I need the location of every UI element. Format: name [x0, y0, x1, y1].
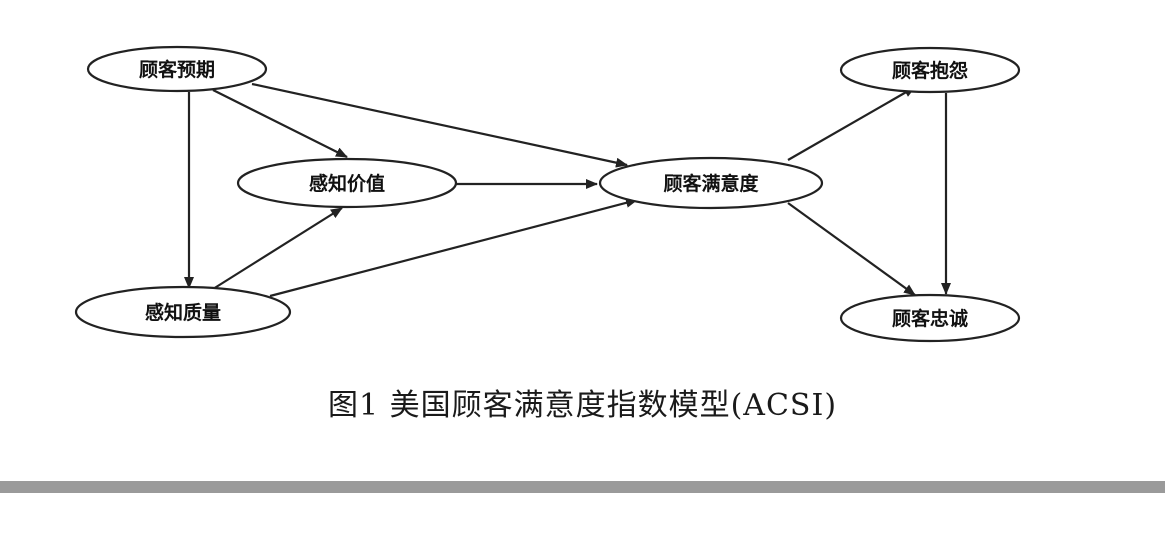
- figure-caption: 图1 美国顾客满意度指数模型(ACSI): [327, 388, 838, 423]
- edges-layer: [184, 82, 951, 298]
- section-divider: [0, 481, 1165, 493]
- arrow-expectation-to-value: [212, 89, 348, 158]
- node-satisfaction-ellipse: [598, 156, 824, 210]
- node-value: 感知价值: [236, 157, 458, 209]
- node-quality-ellipse: [74, 285, 292, 339]
- node-expectation-label: 顾客预期: [139, 58, 215, 81]
- arrow-expectation-to-satisfaction: [251, 82, 628, 168]
- node-satisfaction-label: 顾客满意度: [663, 172, 759, 195]
- node-complaint-label: 顾客抱怨: [892, 59, 968, 82]
- node-value-label: 感知价值: [309, 172, 385, 195]
- node-quality-label: 感知质量: [145, 301, 221, 324]
- node-quality: 感知质量: [74, 285, 292, 339]
- node-complaint: 顾客抱怨: [839, 46, 1021, 94]
- node-loyalty-label: 顾客忠诚: [892, 307, 968, 330]
- node-satisfaction: 顾客满意度: [598, 156, 824, 210]
- arrow-satisfaction-to-loyalty: [787, 202, 916, 296]
- node-complaint-ellipse: [839, 46, 1021, 94]
- arrow-satisfaction-to-complaint: [787, 86, 916, 161]
- node-expectation: 顾客预期: [86, 45, 268, 93]
- arrow-quality-to-satisfaction: [269, 197, 638, 298]
- node-loyalty-ellipse: [839, 293, 1021, 343]
- arrow-quality-to-value: [212, 207, 343, 290]
- node-value-ellipse: [236, 157, 458, 209]
- node-loyalty: 顾客忠诚: [839, 293, 1021, 343]
- node-expectation-ellipse: [86, 45, 268, 93]
